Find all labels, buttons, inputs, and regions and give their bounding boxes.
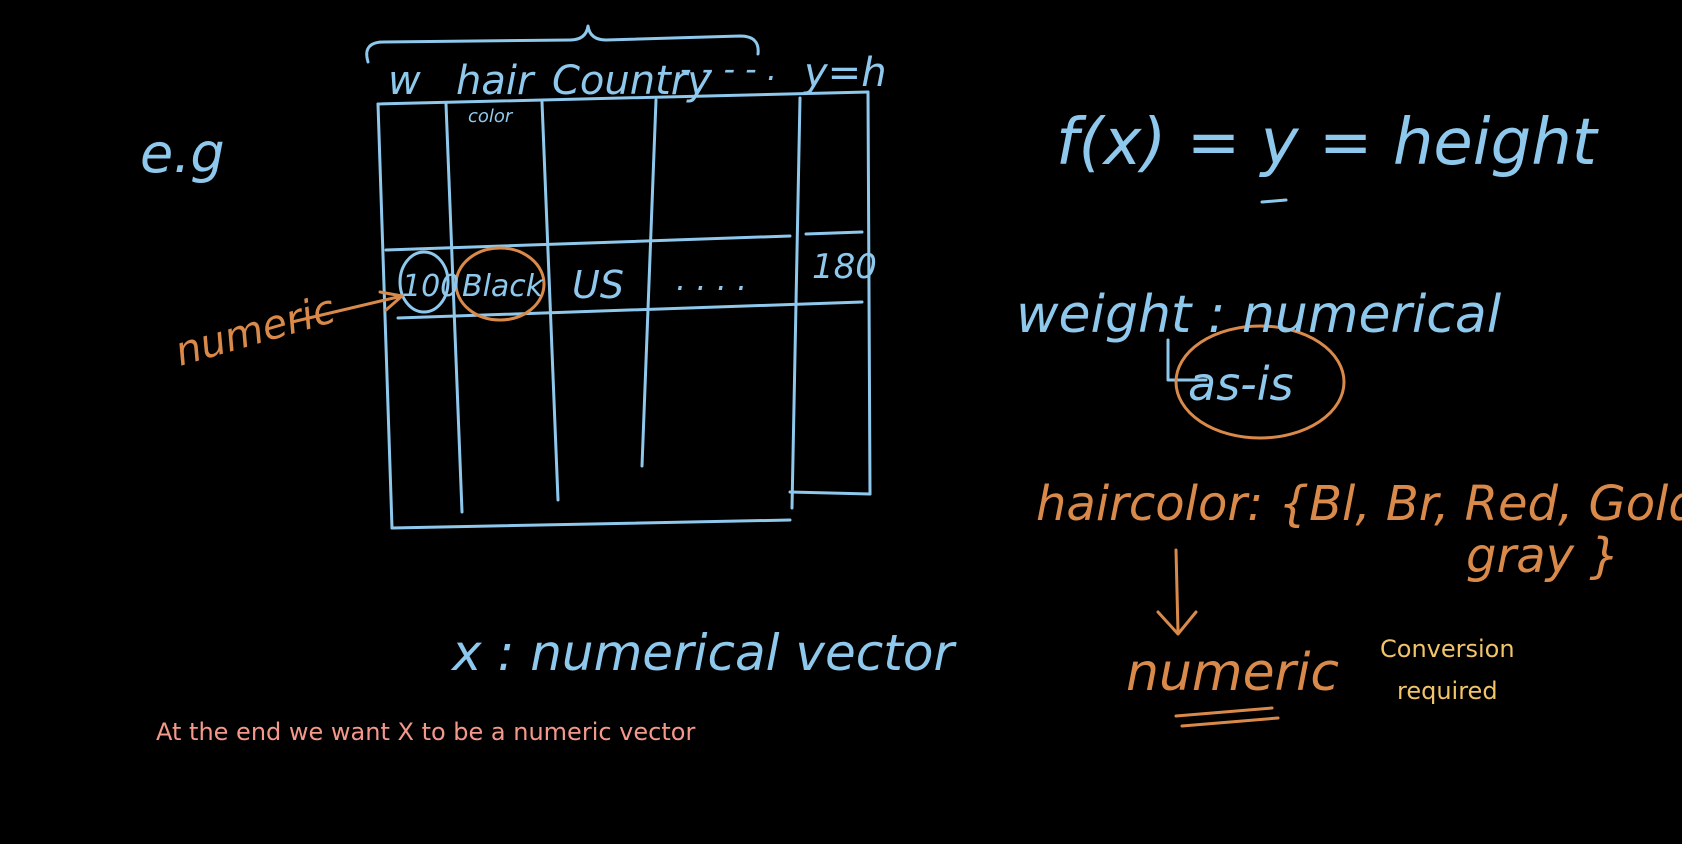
numeric-arrow [290,290,404,324]
cell-country-value: US [572,263,624,307]
numeric-annotation: numeric [170,286,340,375]
header-y: y=h [803,50,887,96]
cell-dots: . . . . [676,260,747,298]
header-dots: - - - - . [680,50,777,88]
cell-hair-value: Black [462,269,545,304]
bottom-note: At the end we want X to be a numeric vec… [156,718,696,746]
cell-w-value: 100 [402,269,459,304]
table-grid [376,90,872,530]
table-caption: x : numerical vector [450,624,957,682]
black-circle [454,246,546,322]
header-hair: hair [456,58,536,104]
y-underline [1260,198,1288,204]
numeric-underline [1174,706,1280,728]
header-hair-sub: color [468,106,514,127]
weight-bracket [1166,338,1208,382]
header-country: Country [552,58,712,104]
haircolor-note: haircolor: {Bl, Br, Red, Golden, [1036,476,1682,532]
value-100-circle [398,250,450,314]
header-w: w [388,58,421,104]
conversion-line-1: Conversion [1380,635,1515,663]
down-arrow [1156,548,1198,636]
conversion-line-2: required [1397,677,1498,705]
as-is-circle [1174,324,1346,440]
function-equation: f(x) = y = height [1056,106,1600,180]
haircolor-note-cont: gray } [1466,528,1620,584]
conversion-note: Conversion required [1380,628,1515,712]
cell-y-value: 180 [812,247,877,287]
numeric-result: numeric [1126,643,1339,703]
as-is-note: as-is [1188,357,1294,411]
weight-note: weight : numerical [1016,285,1502,345]
eg-label: e.g [140,122,225,185]
header-brace [365,24,760,64]
